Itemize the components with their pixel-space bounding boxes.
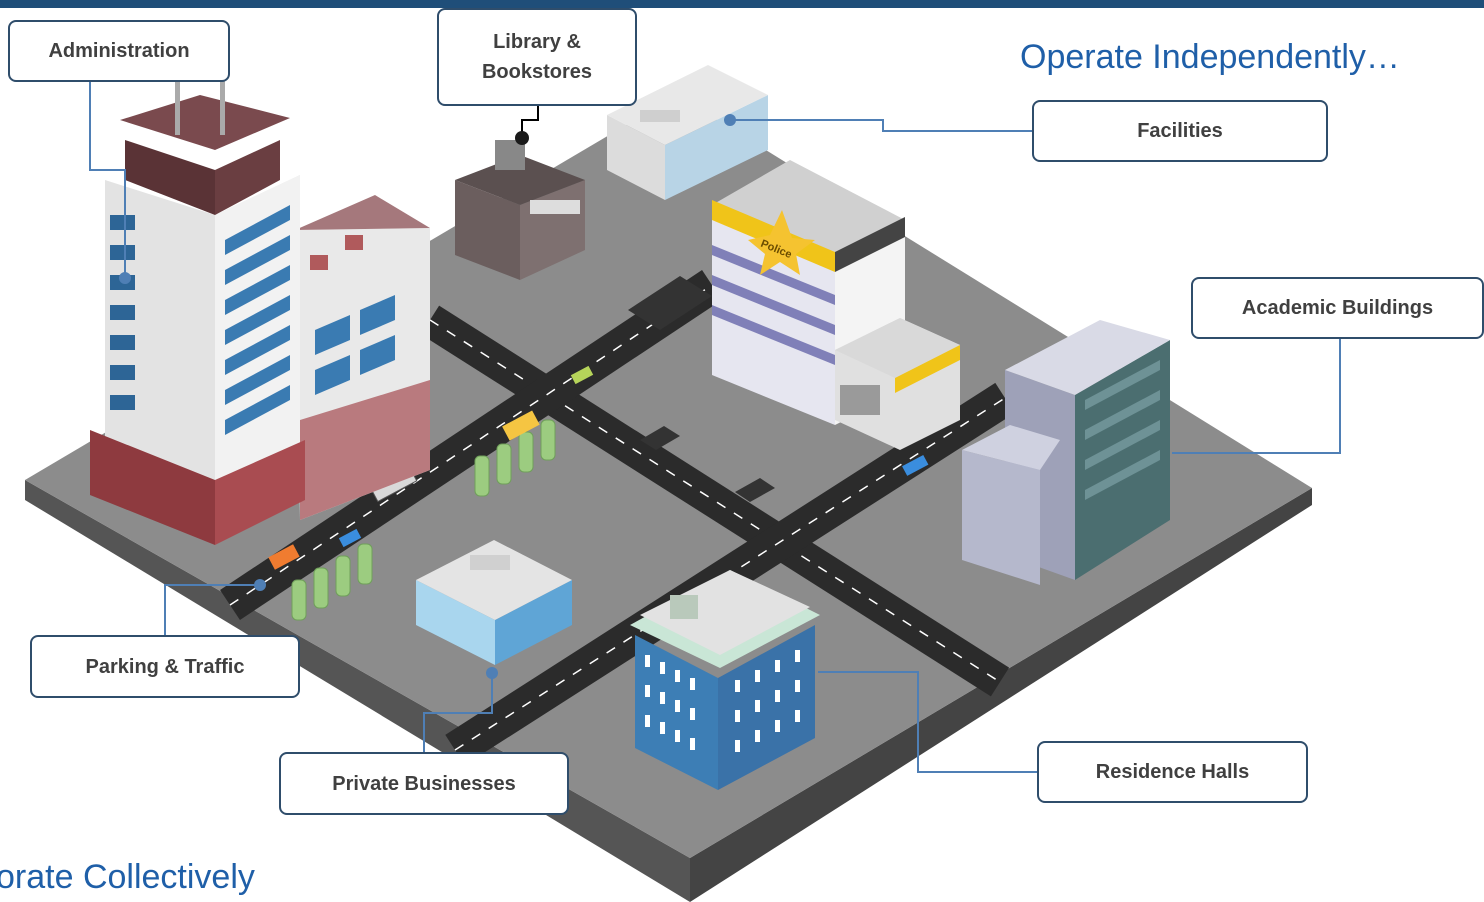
residence-hall-building <box>630 570 820 790</box>
callout-residence-halls: Residence Halls <box>1037 741 1308 803</box>
callout-parking-traffic: Parking & Traffic <box>30 635 300 698</box>
connector-administration <box>89 82 126 278</box>
connector-private-business <box>423 673 493 752</box>
private-business-building <box>416 540 572 665</box>
connector-facilities <box>730 119 1034 132</box>
heading-operate-independently: Operate Independently… <box>1020 38 1400 76</box>
connector-residence <box>818 671 1038 773</box>
callout-library-bookstores: Library & Bookstores <box>437 8 637 106</box>
callout-academic-buildings: Academic Buildings <box>1191 277 1484 339</box>
tree-rows <box>291 419 556 621</box>
academic-building <box>962 320 1170 585</box>
police-building: Police <box>712 160 960 450</box>
library-building <box>455 140 585 280</box>
administration-building <box>90 60 430 545</box>
callout-connectors <box>89 82 1341 773</box>
facilities-building <box>607 65 768 200</box>
callout-facilities: Facilities <box>1032 100 1328 162</box>
connector-parking <box>164 584 260 636</box>
connector-academic <box>1172 338 1341 454</box>
top-banner-bar <box>0 0 1484 8</box>
connector-dots <box>119 114 736 679</box>
callout-administration: Administration <box>8 20 230 82</box>
connector-library <box>521 105 539 138</box>
callout-private-businesses: Private Businesses <box>279 752 569 815</box>
heading-operate-collectively: orate Collectively <box>0 858 255 896</box>
